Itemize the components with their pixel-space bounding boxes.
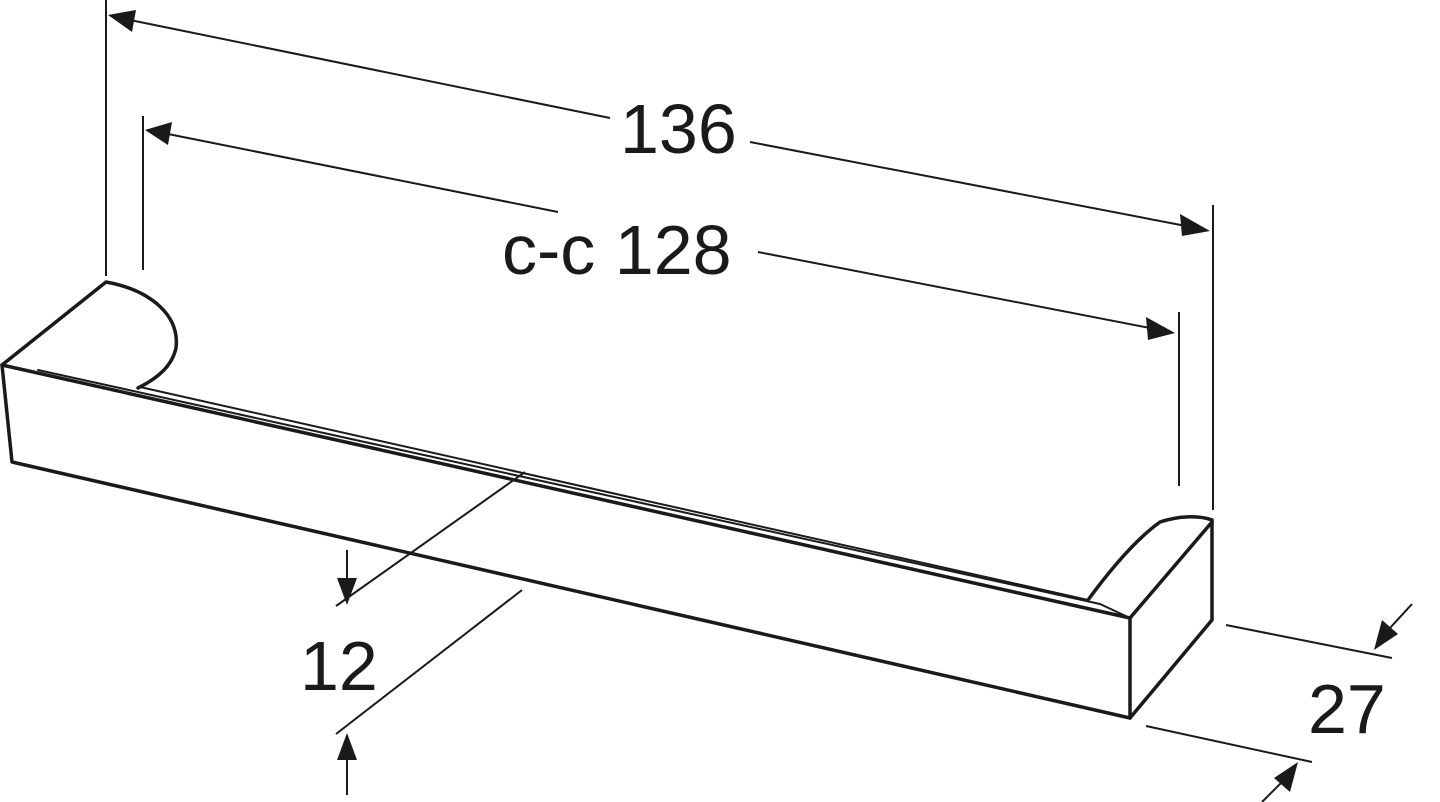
right-post-inner-edge [1099, 603, 1131, 619]
label-overall-length: 136 [620, 90, 737, 168]
arrowhead-128-right [1146, 317, 1175, 340]
extension-line-depth-top [1225, 624, 1393, 659]
dimension-line-128-left [167, 133, 559, 213]
label-depth: 27 [1308, 670, 1386, 748]
arrow-shaft-depth-top [1389, 603, 1413, 629]
dimension-center-to-center: c-c 128 [142, 116, 1180, 486]
dimension-line-128-right [757, 251, 1151, 329]
arrowhead-128-left [145, 122, 172, 145]
leader-line-height-top [335, 471, 526, 607]
handle-body [0, 280, 1214, 720]
arrowhead-depth-top [1374, 620, 1398, 650]
arrowhead-height-top [337, 578, 357, 605]
right-post-front-edge [1128, 520, 1214, 620]
label-height: 12 [300, 627, 378, 705]
dimension-height: 12 [300, 471, 526, 795]
dimension-line-136-left [129, 19, 611, 119]
dimension-line-136-right [749, 141, 1187, 227]
arrowhead-136-right [1180, 214, 1210, 236]
arrow-shaft-depth-bottom [1261, 781, 1283, 802]
label-center-to-center: c-c 128 [502, 211, 732, 289]
handle-front-face [0, 363, 1132, 720]
left-post-cap [0, 280, 179, 390]
dimension-overall-length: 136 [105, 0, 1214, 510]
arrowhead-height-bottom [337, 733, 357, 760]
right-post-side [1128, 518, 1214, 720]
dimension-depth: 27 [1145, 603, 1413, 802]
arrowhead-depth-bottom [1274, 762, 1298, 792]
handle-top-ridge-inner [139, 386, 1089, 601]
extension-line-depth-bottom [1145, 725, 1313, 763]
handle-top-ridge [37, 369, 1101, 605]
right-post-top [1086, 515, 1214, 602]
leader-line-height-bottom [335, 589, 523, 735]
arrowhead-136-left [108, 10, 136, 32]
